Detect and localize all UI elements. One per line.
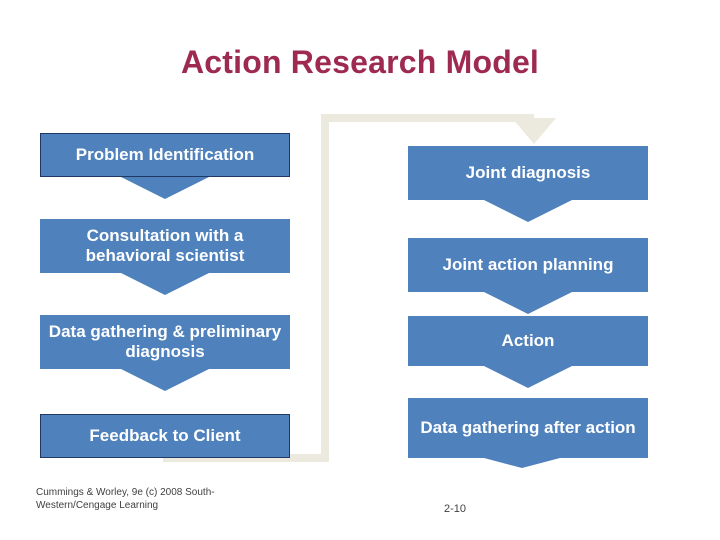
- arrow-tail-action: [484, 366, 572, 388]
- process-box-label: Joint action planning: [442, 255, 614, 275]
- process-box-feedback-to-client[interactable]: Feedback to Client: [40, 414, 290, 458]
- process-box-label: Action: [501, 331, 555, 351]
- arrow-tail-joint-diagnosis: [484, 200, 572, 222]
- process-box-label: Data gathering after action: [420, 418, 636, 438]
- process-box-action[interactable]: Action: [408, 316, 648, 366]
- process-box-joint-action-planning[interactable]: Joint action planning: [408, 238, 648, 292]
- arrow-tail-data-gathering-after-action: [484, 458, 560, 468]
- connector-arrowhead-down-right: [512, 118, 556, 144]
- process-box-label: Problem Identification: [75, 145, 255, 165]
- process-box-data-gathering[interactable]: Data gathering & preliminary diagnosis: [40, 315, 290, 369]
- footer-credit: Cummings & Worley, 9e (c) 2008 South-Wes…: [36, 487, 215, 511]
- process-box-consultation[interactable]: Consultation with a behavioral scientist: [40, 219, 290, 273]
- connector-vertical-left: [321, 114, 329, 462]
- arrow-tail-data-gathering: [121, 369, 209, 391]
- arrow-tail-problem-identification: [121, 177, 209, 199]
- process-box-label: Joint diagnosis: [465, 163, 591, 183]
- connector-horizontal-top: [321, 114, 534, 122]
- arrow-tail-joint-action-planning: [484, 292, 572, 314]
- process-box-label: Consultation with a behavioral scientist: [85, 226, 245, 265]
- process-box-data-gathering-after-action[interactable]: Data gathering after action: [408, 398, 648, 458]
- process-box-label: Data gathering & preliminary diagnosis: [48, 322, 282, 361]
- page-title: Action Research Model: [180, 44, 540, 80]
- connector-horizontal-bottom: [163, 454, 329, 462]
- page-number: 2-10: [443, 503, 467, 515]
- process-box-label: Feedback to Client: [89, 426, 241, 446]
- process-box-joint-diagnosis[interactable]: Joint diagnosis: [408, 146, 648, 200]
- process-box-problem-identification[interactable]: Problem Identification: [40, 133, 290, 177]
- arrow-tail-consultation: [121, 273, 209, 295]
